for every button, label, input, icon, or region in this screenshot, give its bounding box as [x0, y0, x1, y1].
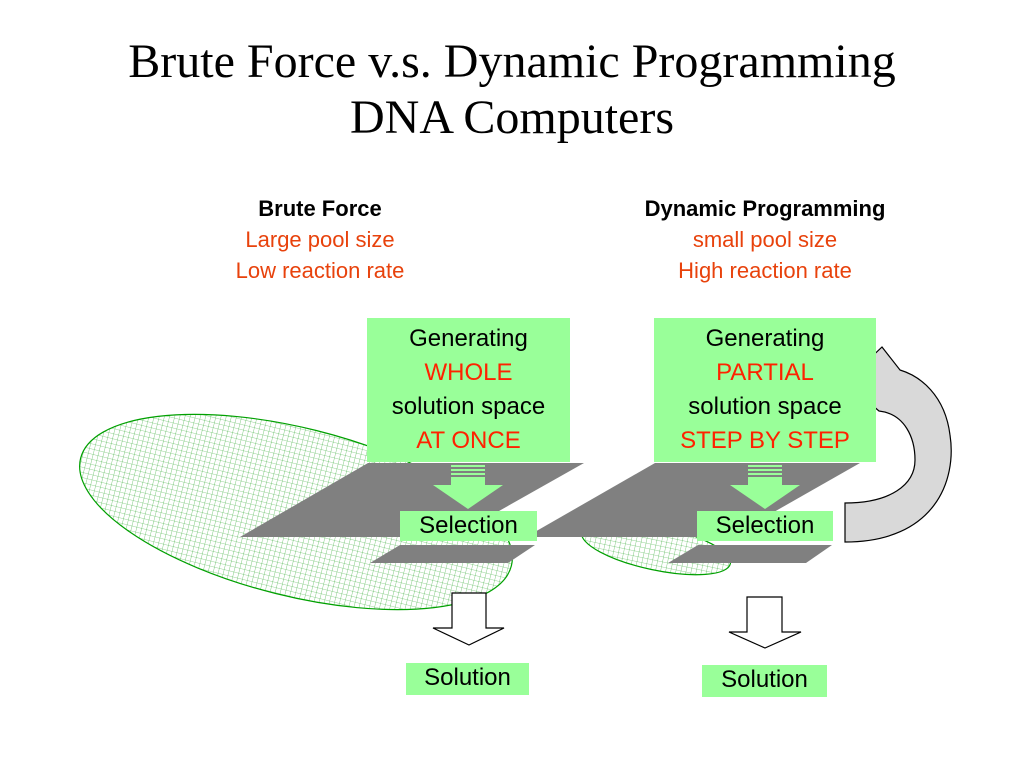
- brute-force-lower-plane: [370, 545, 535, 563]
- dp-solution-arrow: [728, 596, 802, 649]
- brute-force-selection-label: Selection: [400, 511, 537, 541]
- brute-force-upper-plane: [240, 463, 584, 537]
- brute-force-down-arrow: [433, 465, 503, 509]
- slide-title-line2: DNA Computers: [350, 91, 674, 144]
- brute-force-heading: Brute Force: [258, 196, 382, 221]
- brute-force-property-pool: Large pool size: [245, 227, 395, 252]
- generate-scope: WHOLE: [424, 359, 513, 386]
- brute-force-solution-arrow: [432, 592, 505, 646]
- dp-header: Dynamic Programming small pool size High…: [600, 193, 930, 286]
- dp-heading: Dynamic Programming: [644, 196, 886, 221]
- generate-mode: AT ONCE: [416, 427, 521, 454]
- dp-property-pool: small pool size: [692, 227, 838, 252]
- slide-title-line1: Brute Force v.s. Dynamic Programming: [128, 35, 896, 88]
- dp-lower-plane: [668, 545, 832, 563]
- brute-force-generate-box: Generating WHOLE solution space AT ONCE: [367, 318, 570, 462]
- generate-scope: PARTIAL: [716, 359, 814, 386]
- brute-force-header: Brute Force Large pool size Low reaction…: [200, 193, 440, 286]
- dp-selection-label: Selection: [697, 511, 833, 541]
- generate-line: solution space: [391, 393, 546, 420]
- generate-mode: STEP BY STEP: [680, 427, 850, 454]
- dp-solution-label: Solution: [702, 665, 827, 697]
- generate-line: Generating: [409, 325, 528, 352]
- brute-force-property-rate: Low reaction rate: [235, 258, 405, 283]
- dp-down-arrow: [730, 465, 800, 509]
- dp-generate-box: Generating PARTIAL solution space STEP B…: [654, 318, 876, 462]
- dp-property-rate: High reaction rate: [678, 258, 852, 283]
- generate-line: Generating: [705, 325, 825, 352]
- generate-line: solution space: [688, 393, 842, 420]
- brute-force-solution-label: Solution: [406, 663, 529, 695]
